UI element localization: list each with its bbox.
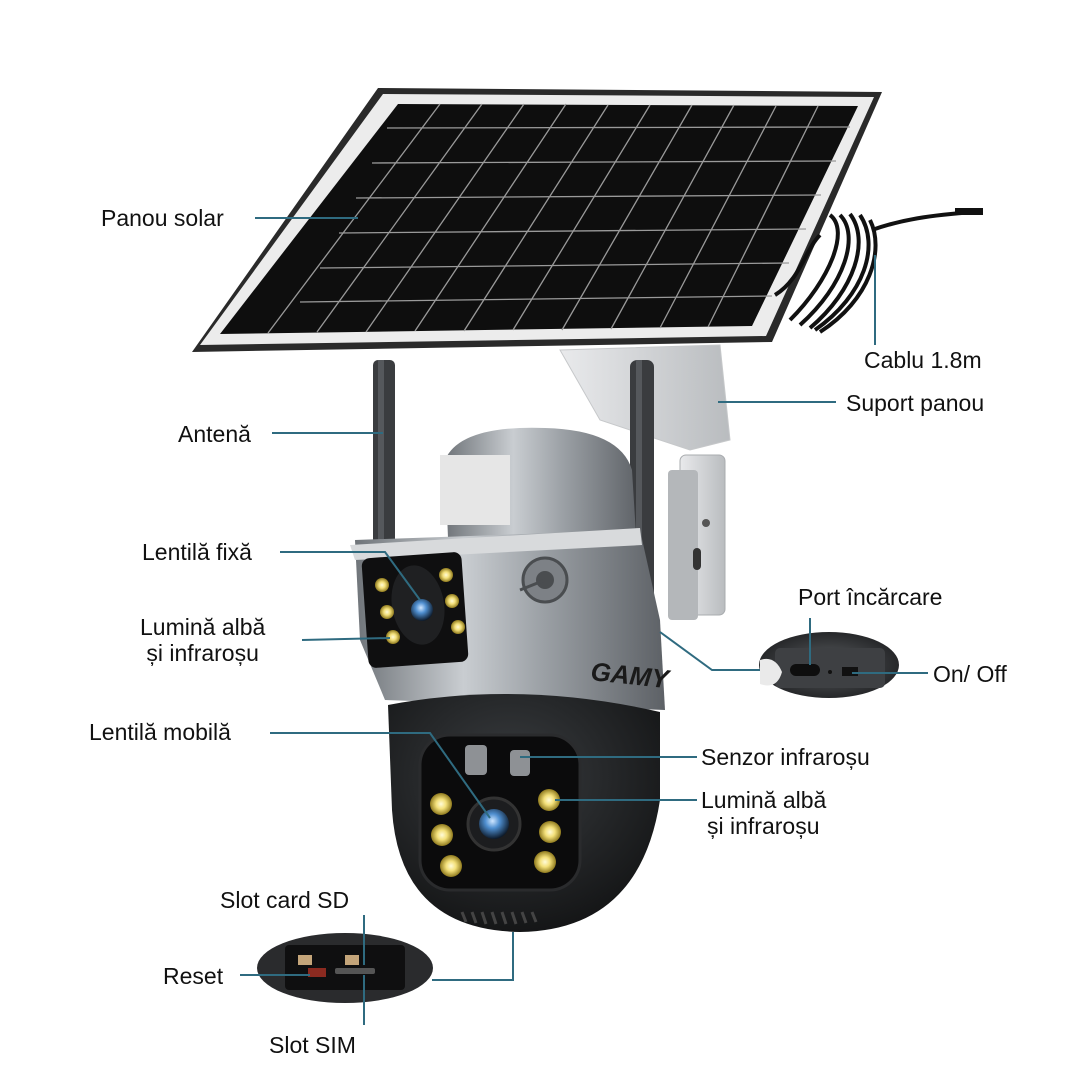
label-charging-port: Port încărcare [798, 584, 943, 610]
camera-ptz-dome [388, 694, 660, 932]
label-reset: Reset [163, 963, 224, 989]
label-fixed-lens: Lentilă fixă [142, 539, 252, 565]
inset-charging-port [759, 632, 899, 698]
label-fixed-light-line2: și infraroșu [146, 640, 259, 666]
label-panel-mount: Suport panou [846, 390, 985, 416]
label-sim-slot: Slot SIM [269, 1032, 356, 1058]
label-ptz-light-line1: Lumină albă [701, 787, 827, 813]
leader-lines [240, 217, 928, 1025]
label-antenna: Antenă [178, 421, 251, 447]
label-ptz-light-line2: și infraroșu [707, 813, 820, 839]
inset-card-slots [257, 933, 433, 1003]
label-ptz-light: Lumină albă și infraroșu [701, 787, 826, 839]
label-ir-sensor: Senzor infraroșu [701, 744, 870, 770]
label-fixed-light-line1: Lumină albă [140, 614, 266, 640]
label-sd-slot: Slot card SD [220, 887, 350, 913]
cable-coil [773, 208, 983, 334]
label-fixed-light: Lumină albă și infraroșu [140, 614, 265, 666]
label-cable: Cablu 1.8m [864, 347, 982, 373]
camera-upper-housing: GAMY [350, 427, 673, 710]
label-moving-lens: Lentilă mobilă [89, 719, 231, 745]
solar-panel [192, 88, 882, 352]
label-solar-panel: Panou solar [101, 205, 224, 231]
label-on-off: On/ Off [933, 661, 1007, 687]
